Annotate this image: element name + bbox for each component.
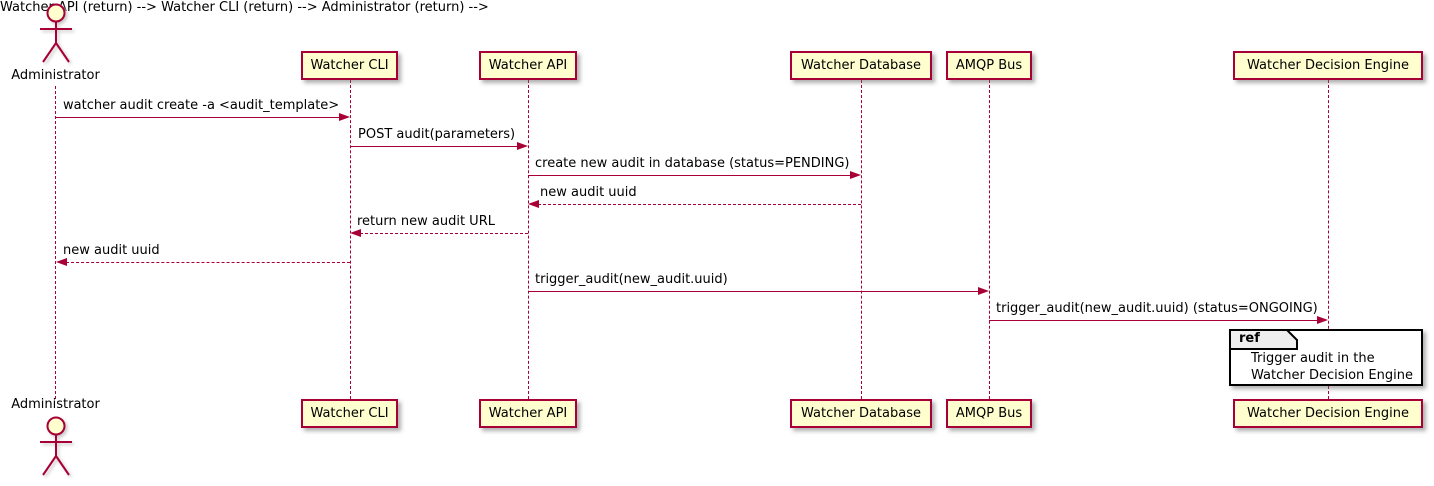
ref-text-line2: Watcher Decision Engine [1251, 368, 1413, 383]
message-1-arrowhead-icon [339, 113, 350, 121]
lifeline-administrator [55, 86, 56, 399]
lifeline-watcher-api [528, 80, 529, 399]
message-2-line [351, 146, 518, 147]
lifeline-amqp-bus [989, 80, 990, 399]
administrator-actor-icon [40, 416, 72, 476]
message-6-line [66, 262, 350, 263]
message-3-label: create new audit in database (status=PEN… [535, 156, 850, 171]
message-8-arrowhead-icon [1317, 316, 1328, 324]
participant-watcher-database-bottom: Watcher Database [790, 399, 932, 428]
message-2-label: POST audit(parameters) [358, 127, 516, 142]
participant-watcher-cli-top: Watcher CLI [301, 51, 398, 80]
participant-label: AMQP Bus [955, 58, 1023, 73]
participant-amqp-bus-top: AMQP Bus [946, 51, 1032, 80]
participant-watcher-api-top: Watcher API [479, 51, 577, 80]
message-4-arrowhead-icon [528, 200, 539, 208]
message-6-label: new audit uuid [63, 243, 160, 258]
ref-keyword: ref [1239, 331, 1260, 346]
message-8-line [989, 320, 1318, 321]
actor-label-administrator-top: Administrator [11, 68, 100, 83]
message-1-line [56, 117, 340, 118]
lifeline-watcher-decision-engine [1328, 80, 1329, 399]
participant-label: Watcher CLI [310, 58, 389, 73]
ref-pentagon-icon [1229, 329, 1298, 350]
participant-label: Watcher Database [801, 58, 921, 73]
participant-watcher-decision-engine-bottom: Watcher Decision Engine [1233, 399, 1423, 428]
participant-watcher-database-top: Watcher Database [790, 51, 932, 80]
lifeline-watcher-cli [350, 80, 351, 399]
message-8-label: trigger_audit(new_audit.uuid) (status=ON… [996, 301, 1318, 316]
participant-watcher-api-bottom: Watcher API [479, 399, 577, 428]
message-4-label: new audit uuid [540, 185, 637, 200]
participant-label: Watcher API [488, 58, 568, 73]
ref-text-line1: Trigger audit in the [1251, 351, 1375, 366]
participant-label: Watcher Decision Engine [1247, 406, 1409, 421]
participant-watcher-cli-bottom: Watcher CLI [301, 399, 398, 428]
message-5-label: return new audit URL [357, 214, 495, 229]
message-4-line [538, 204, 861, 205]
participant-amqp-bus-bottom: AMQP Bus [946, 399, 1032, 428]
administrator-actor-icon [40, 3, 72, 63]
message-5-arrowhead-icon [350, 229, 361, 237]
message-3-line [528, 175, 851, 176]
ref-fragment: ref Trigger audit in the Watcher Decisio… [1229, 329, 1423, 386]
message-6-arrowhead-icon [56, 258, 67, 266]
message-7-label: trigger_audit(new_audit.uuid) [535, 272, 728, 287]
participant-watcher-decision-engine-top: Watcher Decision Engine [1233, 51, 1423, 80]
lifeline-watcher-database [861, 80, 862, 399]
message-1-label: watcher audit create -a <audit_template> [63, 98, 340, 113]
participant-label: Watcher Decision Engine [1247, 58, 1409, 73]
participant-label: AMQP Bus [955, 406, 1023, 421]
message-5-line [360, 233, 528, 234]
participant-label: Watcher Database [801, 406, 921, 421]
message-7-line [528, 291, 979, 292]
message-3-arrowhead-icon [850, 171, 861, 179]
message-7-arrowhead-icon [978, 287, 989, 295]
participant-label: Watcher CLI [310, 406, 389, 421]
participant-label: Watcher API [488, 406, 568, 421]
message-2-arrowhead-icon [517, 142, 528, 150]
ref-fragment-header: ref [1229, 329, 1301, 351]
actor-label-administrator-bottom: Administrator [11, 397, 100, 412]
